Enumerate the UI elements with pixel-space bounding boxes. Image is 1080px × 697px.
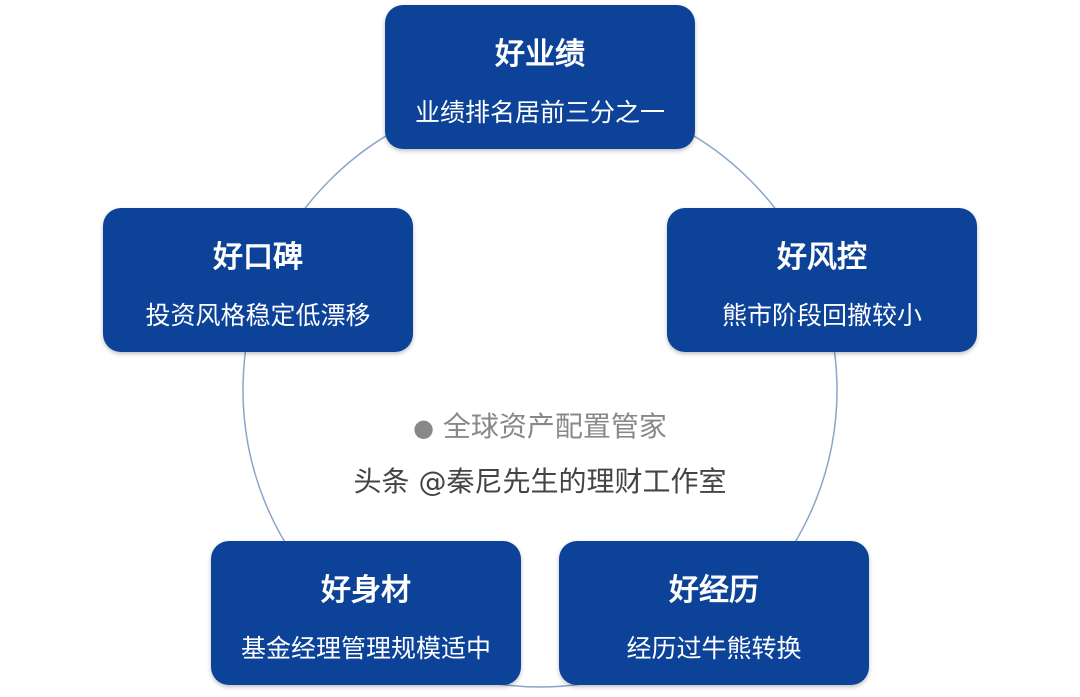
item-good-reputation: 好口碑 投资风格稳定低漂移: [103, 208, 413, 352]
toutiao-watermark: 头条 @秦尼先生的理财工作室: [353, 465, 727, 498]
item-good-risk-control: 好风控 熊市阶段回撤较小: [667, 208, 977, 352]
wechat-watermark: ● 全球资产配置管家: [413, 410, 667, 443]
item-title: 好口碑: [213, 240, 303, 275]
item-title: 好经历: [669, 573, 759, 608]
item-good-performance: 好业绩 业绩排名居前三分之一: [385, 5, 695, 149]
item-desc: 熊市阶段回撤较小: [721, 301, 922, 330]
item-title: 好业绩: [495, 37, 585, 72]
item-title: 好身材: [321, 573, 411, 608]
item-desc: 经历过牛熊转换: [626, 634, 802, 663]
item-desc: 投资风格稳定低漂移: [145, 301, 371, 330]
item-desc: 基金经理管理规模适中: [240, 634, 491, 663]
item-title: 好风控: [777, 240, 867, 275]
wechat-icon: ●: [413, 414, 435, 442]
item-good-size: 好身材 基金经理管理规模适中: [211, 541, 521, 685]
item-desc: 业绩排名居前三分之一: [414, 98, 665, 127]
item-good-experience: 好经历 经历过牛熊转换: [559, 541, 869, 685]
